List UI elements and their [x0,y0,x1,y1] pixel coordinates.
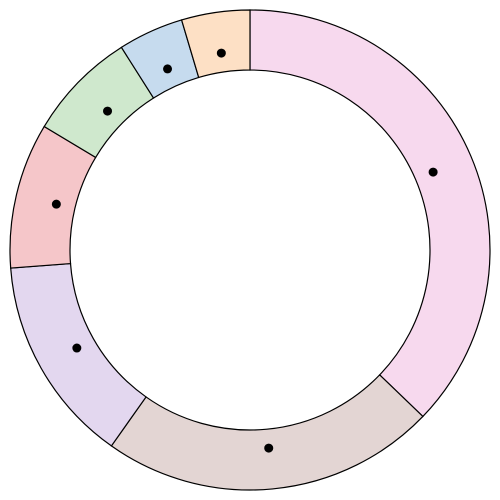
slice-marker-dot-7 [216,48,226,58]
slice-marker-dot-5 [103,106,113,116]
donut-slice-7 [180,9,251,79]
donut-slice-3 [10,262,147,447]
donut-slice-2 [110,374,424,491]
slice-marker-dot-3 [72,343,82,353]
slice-marker-dot-6 [163,64,173,74]
slice-markers-layer [51,48,438,453]
slice-marker-dot-1 [428,167,438,177]
slice-marker-dot-2 [264,443,274,453]
slices-layer [9,9,491,491]
slice-marker-dot-4 [51,199,61,209]
donut-slice-1 [249,9,491,418]
